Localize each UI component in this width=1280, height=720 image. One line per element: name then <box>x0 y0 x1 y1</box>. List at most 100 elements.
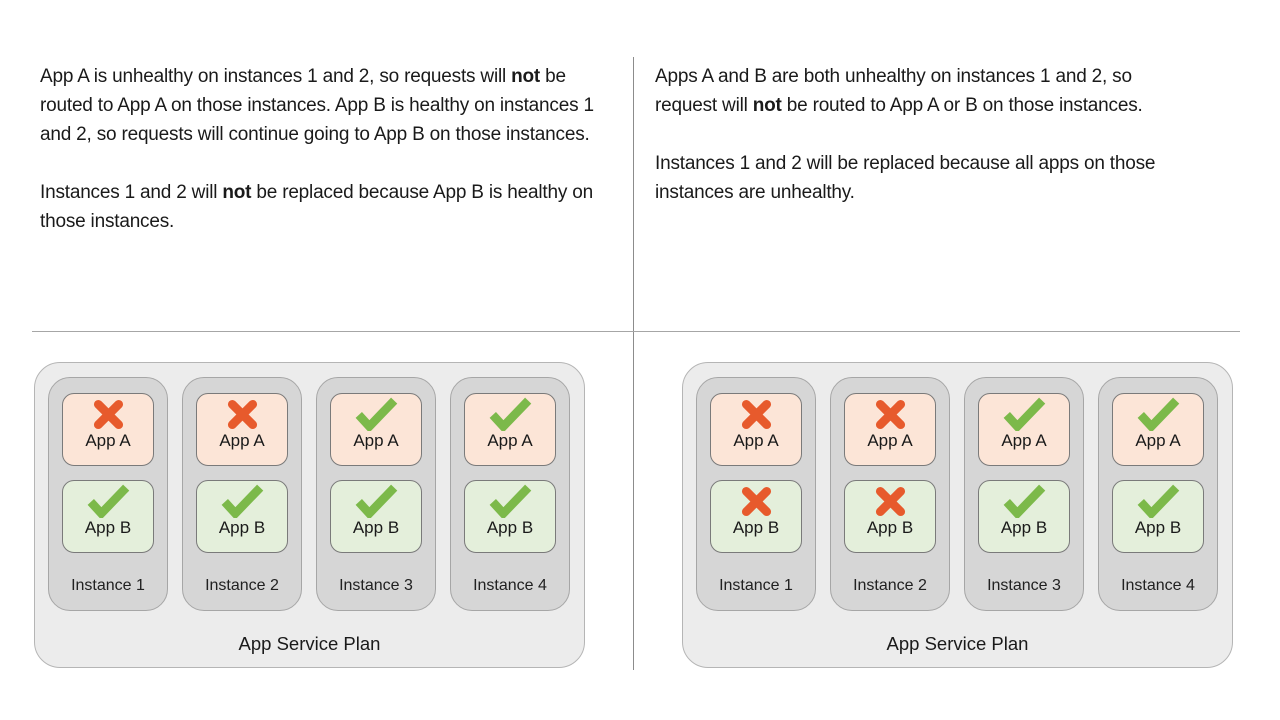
app-a-box: App A <box>62 393 154 466</box>
instance-row: App A App B Instance 1 Ap <box>696 377 1218 611</box>
bold-text: not <box>511 66 541 87</box>
instance-label: Instance 4 <box>473 577 547 594</box>
app-a-box: App A <box>978 393 1070 466</box>
instance-label: Instance 3 <box>339 577 413 594</box>
app-name-label: App A <box>1001 431 1047 450</box>
paragraph: Apps A and B are both unhealthy on insta… <box>655 62 1195 120</box>
app-b-box: App B <box>330 480 422 553</box>
app-a-box: App A <box>196 393 288 466</box>
instance: App A App B Instance 4 <box>1098 377 1218 611</box>
instance-label: Instance 2 <box>853 577 927 594</box>
instance: App A App B Instance 1 <box>696 377 816 611</box>
plan-label: App Service Plan <box>886 633 1029 654</box>
status-mark <box>740 397 773 431</box>
horizontal-divider <box>32 331 1240 332</box>
app-b-box: App B <box>62 480 154 553</box>
app-name-label: App B <box>1000 518 1048 537</box>
status-mark <box>92 397 125 431</box>
app-name-label: App B <box>84 518 132 537</box>
check-icon <box>87 484 130 518</box>
check-icon <box>221 484 264 518</box>
app-service-plan-right: App A App B Instance 1 Ap <box>682 362 1233 668</box>
app-name-label: App B <box>732 518 780 537</box>
app-name-label: App B <box>866 518 914 537</box>
status-mark <box>226 397 259 431</box>
instance: App A App B Instance 3 <box>964 377 1084 611</box>
instance: App A App B Instance 2 <box>830 377 950 611</box>
right-explanation-text: Apps A and B are both unhealthy on insta… <box>655 62 1195 236</box>
check-icon <box>489 397 532 431</box>
app-name-label: App A <box>733 431 779 450</box>
app-a-box: App A <box>710 393 802 466</box>
text-segment: Apps A and B are both unhealthy on insta… <box>655 66 1132 116</box>
app-b-box: App B <box>978 480 1070 553</box>
app-a-box: App A <box>1112 393 1204 466</box>
instance: App A App B Instance 1 <box>48 377 168 611</box>
x-icon <box>227 399 257 429</box>
app-name-label: App A <box>219 431 265 450</box>
status-mark <box>354 484 398 518</box>
text-segment: be routed to App A or B on those instanc… <box>781 95 1143 116</box>
app-name-label: App B <box>486 518 534 537</box>
x-icon <box>875 486 905 516</box>
x-icon <box>875 399 905 429</box>
status-mark <box>488 484 532 518</box>
instance-label: Instance 2 <box>205 577 279 594</box>
paragraph: Instances 1 and 2 will be replaced becau… <box>655 149 1195 207</box>
app-b-box: App B <box>844 480 936 553</box>
instance-label: Instance 1 <box>71 577 145 594</box>
instance: App A App B Instance 2 <box>182 377 302 611</box>
text-segment: be replaced because App B is healthy on … <box>40 182 593 232</box>
app-name-label: App A <box>85 431 131 450</box>
status-mark <box>740 484 773 518</box>
status-mark <box>1002 484 1046 518</box>
x-icon <box>741 399 771 429</box>
bold-text: not <box>752 95 782 116</box>
status-mark <box>874 484 907 518</box>
left-explanation-text: App A is unhealthy on instances 1 and 2,… <box>40 62 602 265</box>
paragraph: Instances 1 and 2 will not be replaced b… <box>40 178 602 236</box>
instance-label: Instance 3 <box>987 577 1061 594</box>
status-mark <box>354 397 398 431</box>
status-mark <box>86 484 130 518</box>
app-b-box: App B <box>710 480 802 553</box>
app-a-box: App A <box>464 393 556 466</box>
plan-label: App Service Plan <box>238 633 381 654</box>
instance-label: Instance 4 <box>1121 577 1195 594</box>
instance: App A App B Instance 3 <box>316 377 436 611</box>
app-name-label: App B <box>218 518 266 537</box>
app-name-label: App A <box>353 431 399 450</box>
vertical-divider <box>633 57 634 670</box>
text-segment: Instances 1 and 2 will <box>40 182 223 203</box>
app-b-box: App B <box>464 480 556 553</box>
status-mark <box>1136 484 1180 518</box>
check-icon <box>355 397 398 431</box>
status-mark <box>874 397 907 431</box>
status-mark <box>1002 397 1046 431</box>
check-icon <box>355 484 398 518</box>
text-segment: Instances 1 and 2 will be replaced becau… <box>655 153 1156 203</box>
bold-text: not <box>222 182 252 203</box>
check-icon <box>1003 397 1046 431</box>
check-icon <box>489 484 532 518</box>
app-name-label: App B <box>352 518 400 537</box>
instance-label: Instance 1 <box>719 577 793 594</box>
text-segment: App A is unhealthy on instances 1 and 2,… <box>40 66 512 87</box>
text-segment: be routed to App A on those instances. A… <box>40 66 594 145</box>
status-mark <box>220 484 264 518</box>
app-b-box: App B <box>196 480 288 553</box>
check-icon <box>1137 397 1180 431</box>
x-icon <box>741 486 771 516</box>
app-a-box: App A <box>330 393 422 466</box>
x-icon <box>93 399 123 429</box>
instance: App A App B Instance 4 <box>450 377 570 611</box>
app-name-label: App A <box>1135 431 1181 450</box>
app-name-label: App B <box>1134 518 1182 537</box>
status-mark <box>1136 397 1180 431</box>
paragraph: App A is unhealthy on instances 1 and 2,… <box>40 62 602 149</box>
app-service-plan-left: App A App B Instance 1 Ap <box>34 362 585 668</box>
app-a-box: App A <box>844 393 936 466</box>
app-b-box: App B <box>1112 480 1204 553</box>
app-name-label: App A <box>487 431 533 450</box>
